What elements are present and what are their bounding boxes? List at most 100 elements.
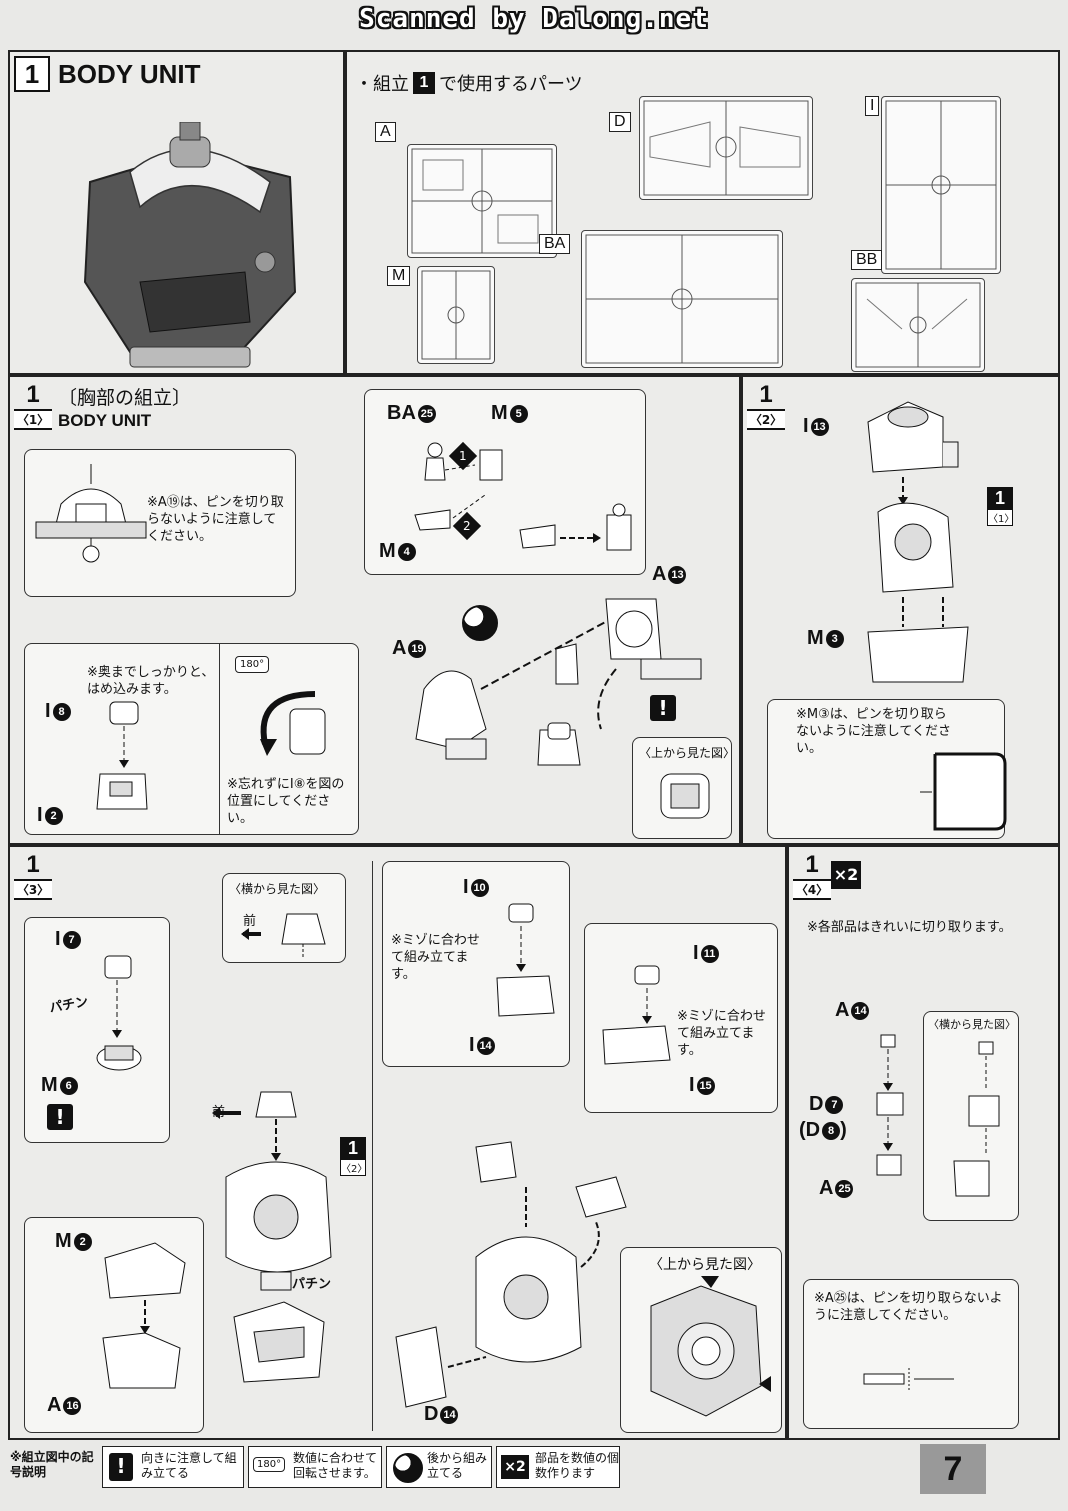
parts-heading-step: 1 xyxy=(413,72,435,94)
i10-i14-drawing xyxy=(496,903,555,1017)
legend-item-rotate: 180° 数値に合わせて回転させます。 xyxy=(248,1446,382,1488)
rotate-180-icon: 180° xyxy=(235,656,270,673)
step-1-3-center-drawing xyxy=(212,1091,332,1291)
runner-label-m: M xyxy=(387,266,411,286)
multiply-icon: ×2 xyxy=(501,1455,529,1479)
step-1-4-badge: 1 〈4〉 xyxy=(793,851,831,900)
i8-subassembly-drawing xyxy=(537,722,581,766)
parts-heading-suffix: で使用するパーツ xyxy=(439,74,583,95)
top-view-label: 〈上から見た図〉 xyxy=(649,1257,761,1273)
side-view-panel: 〈横から見た図〉 前 xyxy=(222,873,346,963)
pilot-seat-drawing xyxy=(414,442,503,531)
skirt-part-drawing xyxy=(233,1301,325,1383)
runner-label-d: D xyxy=(609,112,631,132)
ref-step-1-1: 1 〈1〉 xyxy=(987,487,1015,526)
page-number: 7 xyxy=(920,1444,986,1494)
a25-note-panel: ※A㉕は、ピンを切り取らないように注意してください。 xyxy=(803,1279,1019,1429)
step-1-1-title-jp: 〔胸部の組立〕 xyxy=(58,388,192,409)
step-1-3-panel: 1 〈3〉 〈横から見た図〉 前 I7 パチン M6 ! 前 1 〈2〉 xyxy=(8,845,787,1440)
assemble-later-icon xyxy=(393,1453,423,1483)
a19-note-text: ※A⑲は、ピンを切り取らないように注意してください。 xyxy=(147,495,284,544)
rotation-arrow-drawing xyxy=(260,691,326,756)
step-sub: 〈2〉 xyxy=(747,409,785,430)
legend-text: 向きに注意して組み立てる xyxy=(141,1451,237,1480)
body-unit-overview: 1 BODY UNIT xyxy=(8,50,345,375)
legend-item-orientation: ! 向きに注意して組み立てる xyxy=(102,1446,244,1488)
snap-sound-1: パチン xyxy=(48,994,90,1017)
groove-note-1: ※ミゾに合わせて組み立てます。 xyxy=(391,933,480,982)
i7-m6-drawing xyxy=(96,955,142,1071)
top-view-drawing xyxy=(660,773,710,819)
rotate-180-icon: 180° xyxy=(253,1457,286,1472)
torso-assembly-drawing xyxy=(395,1141,627,1408)
m3-note-text: ※M③は、ピンを切り取らないように注意してください。 xyxy=(796,707,951,756)
step-1-3-badge: 1 〈3〉 xyxy=(14,851,52,900)
step-1-1-title-en: BODY UNIT xyxy=(58,411,152,430)
legend-bar: ※組立図中の記号説明 ! 向きに注意して組み立てる 180° 数値に合わせて回転… xyxy=(8,1444,1060,1506)
parts-heading: ・組立 1 で使用するパーツ xyxy=(355,70,583,96)
m3-part-drawing xyxy=(920,752,1007,831)
step-number: 1 xyxy=(26,381,40,408)
step-sub: 〈3〉 xyxy=(14,879,52,900)
step-number: 1 xyxy=(759,381,773,408)
top-view-label: 〈上から見た図〉 xyxy=(639,746,736,760)
side-view-panel-2: 〈横から見た図〉 xyxy=(923,1011,1019,1221)
scanned-by-watermark: Scanned by Dalong.net xyxy=(359,4,709,34)
i8-i2-drawing xyxy=(96,701,148,810)
step-1-1-badge: 1 〈1〉 xyxy=(14,381,52,430)
front-label: 前 xyxy=(243,914,257,929)
step-1-2-badge: 1 〈2〉 xyxy=(747,381,785,430)
overview-title: 1 BODY UNIT xyxy=(14,56,201,92)
step-1-1-panel: 1 〈1〉 〔胸部の組立〕 BODY UNIT ※A⑲は、ピンを切り取らないよう… xyxy=(8,375,741,845)
step-1-4-drawing xyxy=(876,1034,904,1176)
m3-note-panel: ※M③は、ピンを切り取らないように注意してください。 xyxy=(767,699,1007,839)
legend-text: 部品を数値の個数作ります xyxy=(535,1451,620,1480)
a19-note-panel: ※A⑲は、ピンを切り取らないように注意してください。 xyxy=(24,449,296,597)
side-view-label: 〈横から見た図〉 xyxy=(229,882,326,896)
top-view-panel-2: 〈上から見た図〉 xyxy=(620,1247,782,1433)
step-number: 1 xyxy=(26,851,40,878)
ref-step-1-2: 1 〈2〉 xyxy=(340,1137,368,1176)
legend-text: 後から組み立てる xyxy=(427,1451,488,1480)
legend-title: ※組立図中の記号説明 xyxy=(10,1450,94,1479)
runner-label-bb: BB xyxy=(851,250,883,270)
step-sub: 〈1〉 xyxy=(14,409,52,430)
cut-note: ※各部品はきれいに切り取ります。 xyxy=(807,920,1012,935)
body-unit-render xyxy=(83,122,297,368)
side-view-drawing xyxy=(953,1041,1000,1197)
unit-title: BODY UNIT xyxy=(58,58,201,89)
assemble-later-icon xyxy=(462,605,498,641)
side-view-label: 〈横から見た図〉 xyxy=(928,1018,1016,1031)
chest-main-drawing xyxy=(415,598,702,760)
step-sub: 〈4〉 xyxy=(793,879,831,900)
top-view-drawing xyxy=(650,1276,771,1417)
orientation-warning-icon: ! xyxy=(47,1104,73,1130)
legend-item-later: 後から組み立てる xyxy=(386,1446,492,1488)
a25-part-drawing xyxy=(863,1368,954,1390)
groove-note-2: ※ミゾに合わせて組み立てます。 xyxy=(677,1009,766,1058)
